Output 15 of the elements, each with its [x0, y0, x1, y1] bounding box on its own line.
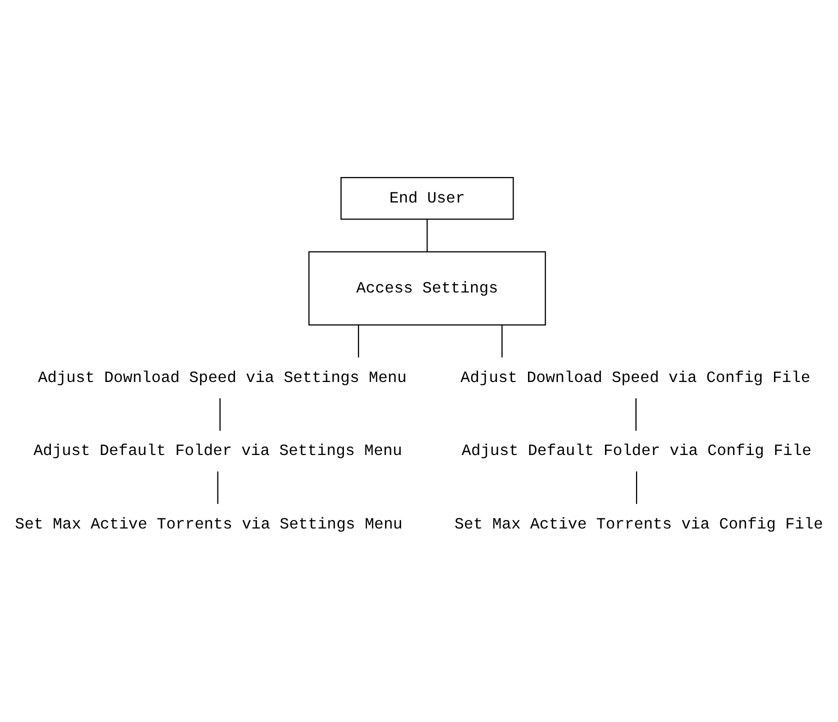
connector: [636, 471, 638, 504]
connector: [358, 325, 360, 358]
node-text: Adjust Default Folder via Settings Menu: [33, 442, 402, 460]
node-text: Adjust Download Speed via Config File: [460, 369, 810, 388]
node-text: Set Max Active Torrents via Config File: [454, 515, 824, 534]
connector: [217, 471, 218, 504]
connector: [219, 398, 221, 431]
node-box: End User: [340, 176, 514, 220]
node-text: Set Max Active Torrents via Settings Menu: [15, 515, 403, 534]
connector: [635, 398, 637, 431]
connector: [501, 325, 503, 358]
node-text: Adjust Default Folder via Config File: [462, 442, 812, 460]
connector: [426, 219, 428, 252]
node-box: Access Settings: [308, 251, 546, 326]
node-text: Adjust Download Speed via Settings Menu: [38, 369, 407, 388]
